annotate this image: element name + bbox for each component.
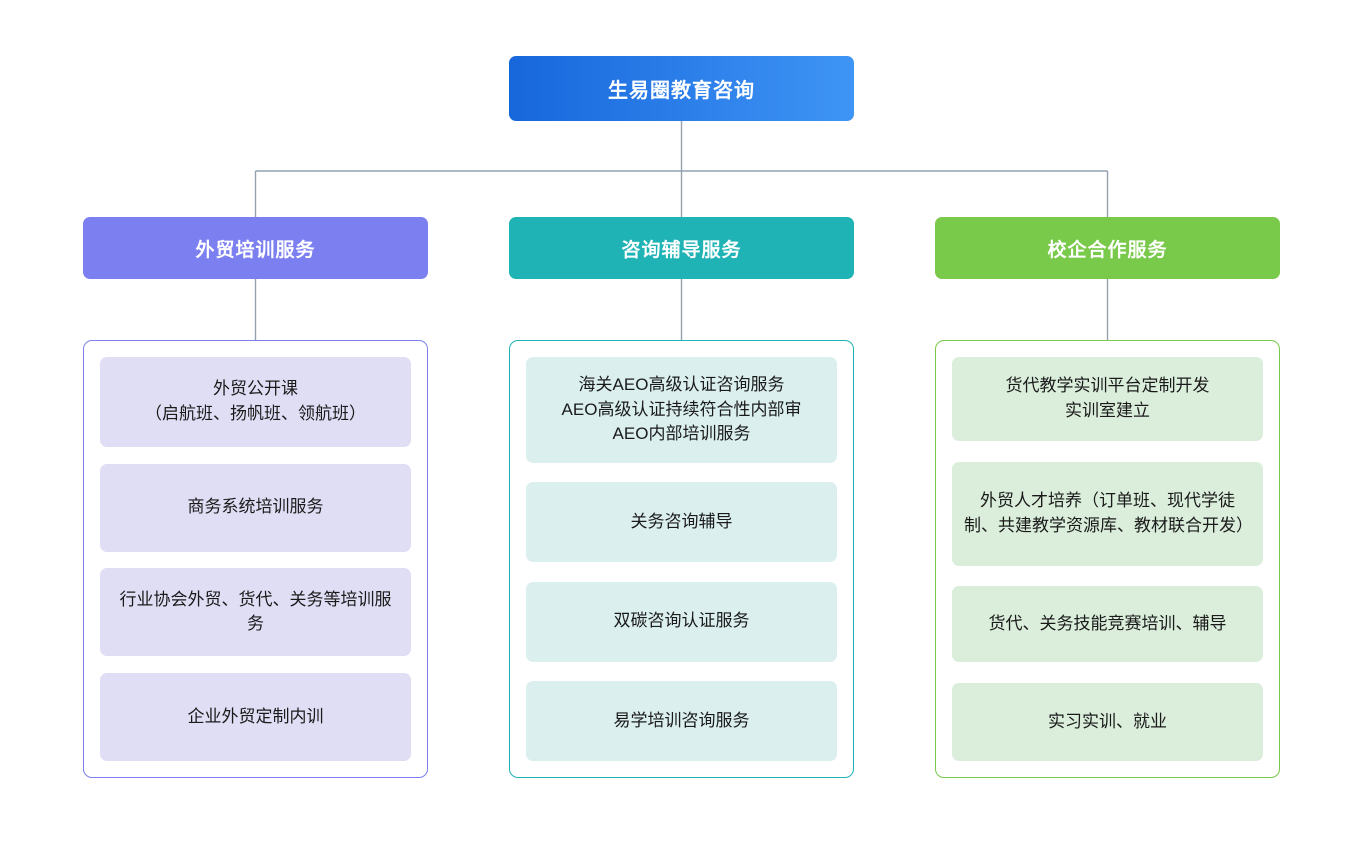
item-card[interactable]: 易学培训咨询服务 xyxy=(526,680,837,761)
branch-consulting-tutoring: 咨询辅导服务 海关AEO高级认证咨询服务 AEO高级认证持续符合性内部审 AEO… xyxy=(509,217,854,778)
branch-body-school-enterprise-cooperation: 货代教学实训平台定制开发 实训室建立 外贸人才培养（订单班、现代学徒制、共建教学… xyxy=(935,340,1280,778)
item-card[interactable]: 企业外贸定制内训 xyxy=(100,672,411,761)
item-card[interactable]: 货代、关务技能竞赛培训、辅导 xyxy=(952,586,1263,663)
branch-body-consulting-tutoring: 海关AEO高级认证咨询服务 AEO高级认证持续符合性内部审 AEO内部培训服务 … xyxy=(509,340,854,778)
item-card[interactable]: 海关AEO高级认证咨询服务 AEO高级认证持续符合性内部审 AEO内部培训服务 xyxy=(526,357,837,463)
item-card[interactable]: 行业协会外贸、货代、关务等培训服务 xyxy=(100,568,411,657)
item-card[interactable]: 外贸人才培养（订单班、现代学徒制、共建教学资源库、教材联合开发） xyxy=(952,461,1263,566)
branch-body-foreign-trade-training: 外贸公开课 （启航班、扬帆班、领航班） 商务系统培训服务 行业协会外贸、货代、关… xyxy=(83,340,428,778)
item-card[interactable]: 关务咨询辅导 xyxy=(526,482,837,563)
branch-header-consulting-tutoring[interactable]: 咨询辅导服务 xyxy=(509,217,854,279)
item-card[interactable]: 双碳咨询认证服务 xyxy=(526,581,837,662)
branch-foreign-trade-training: 外贸培训服务 外贸公开课 （启航班、扬帆班、领航班） 商务系统培训服务 行业协会… xyxy=(83,217,428,778)
item-card[interactable]: 外贸公开课 （启航班、扬帆班、领航班） xyxy=(100,357,411,447)
branch-school-enterprise-cooperation: 校企合作服务 货代教学实训平台定制开发 实训室建立 外贸人才培养（订单班、现代学… xyxy=(935,217,1280,778)
branch-header-foreign-trade-training[interactable]: 外贸培训服务 xyxy=(83,217,428,279)
item-card[interactable]: 商务系统培训服务 xyxy=(100,463,411,552)
branch-header-school-enterprise-cooperation[interactable]: 校企合作服务 xyxy=(935,217,1280,279)
item-card[interactable]: 货代教学实训平台定制开发 实训室建立 xyxy=(952,357,1263,441)
item-card[interactable]: 实习实训、就业 xyxy=(952,682,1263,761)
root-node[interactable]: 生易圈教育咨询 xyxy=(509,56,854,121)
